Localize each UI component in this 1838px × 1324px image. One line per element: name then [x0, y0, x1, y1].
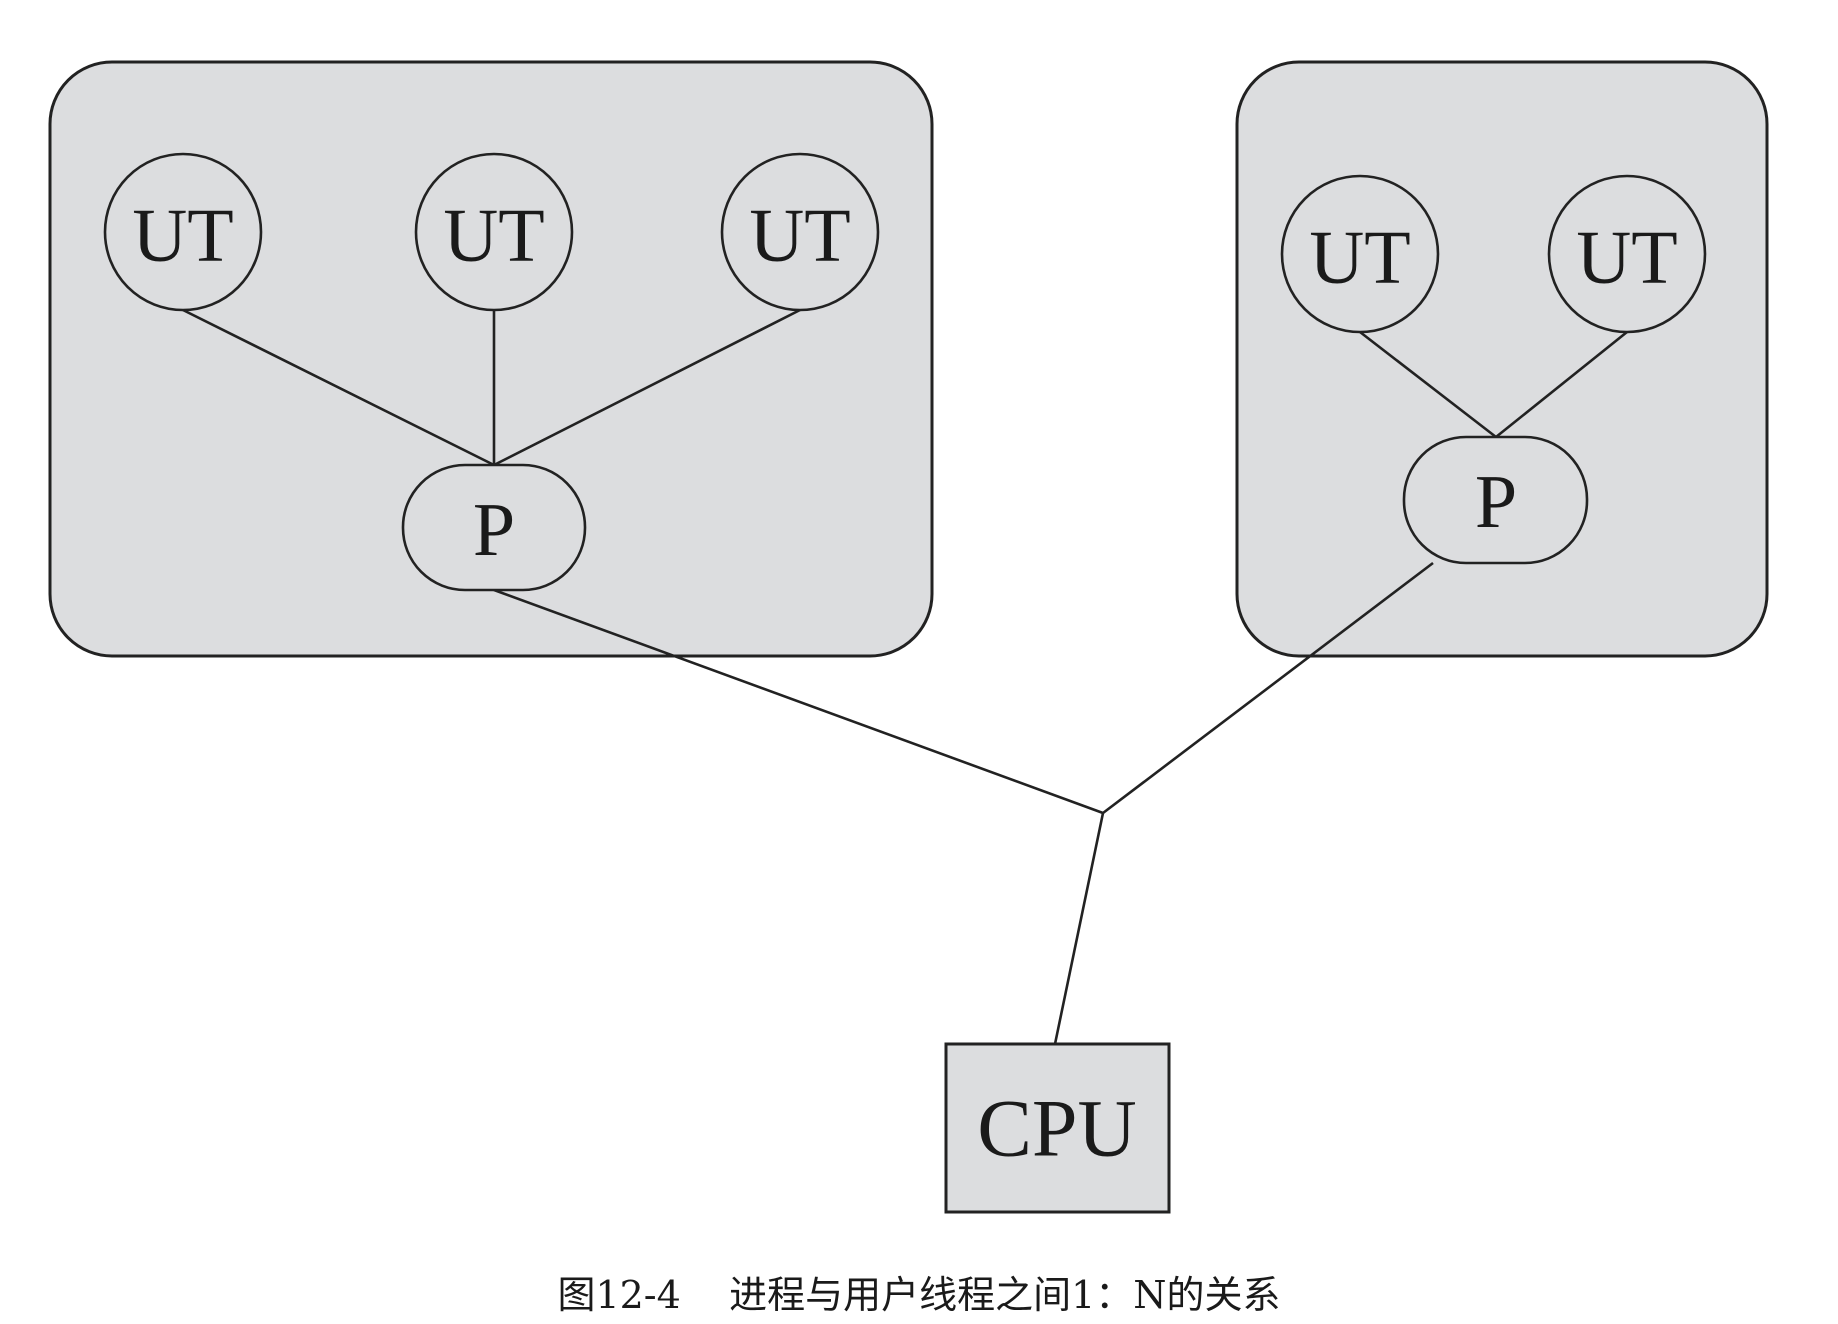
user-thread-node: UT: [1547, 174, 1707, 334]
user-thread-node: UT: [720, 152, 880, 312]
edge-p1-to-junction: [493, 588, 1104, 815]
cpu-node: CPU: [944, 1042, 1171, 1214]
edge-p2-to-junction: [1102, 561, 1434, 815]
process-node: P: [401, 463, 587, 592]
edge-ut1-to-p1: [182, 308, 495, 467]
process-label: P: [473, 488, 515, 572]
process-label: P: [1475, 460, 1517, 544]
process-group-right: [1235, 60, 1769, 658]
figure-caption: 图12-4 进程与用户线程之间1：N的关系: [557, 1273, 1281, 1317]
process-group-left: [48, 60, 934, 658]
edge-ut3-to-p1: [493, 308, 801, 467]
user-thread-label: UT: [132, 194, 233, 278]
edge-ut5-to-p2: [1495, 330, 1628, 439]
user-thread-node: UT: [414, 152, 574, 312]
user-thread-node: UT: [1280, 174, 1440, 334]
process-node: P: [1402, 435, 1589, 565]
cpu-label: CPU: [977, 1083, 1137, 1174]
user-thread-node: UT: [103, 152, 263, 312]
user-thread-label: UT: [749, 194, 850, 278]
user-thread-label: UT: [443, 194, 544, 278]
user-thread-label: UT: [1309, 216, 1410, 300]
user-thread-label: UT: [1576, 216, 1677, 300]
edge-junction-to-cpu: [1053, 812, 1105, 1045]
edge-ut4-to-p2: [1359, 330, 1497, 439]
